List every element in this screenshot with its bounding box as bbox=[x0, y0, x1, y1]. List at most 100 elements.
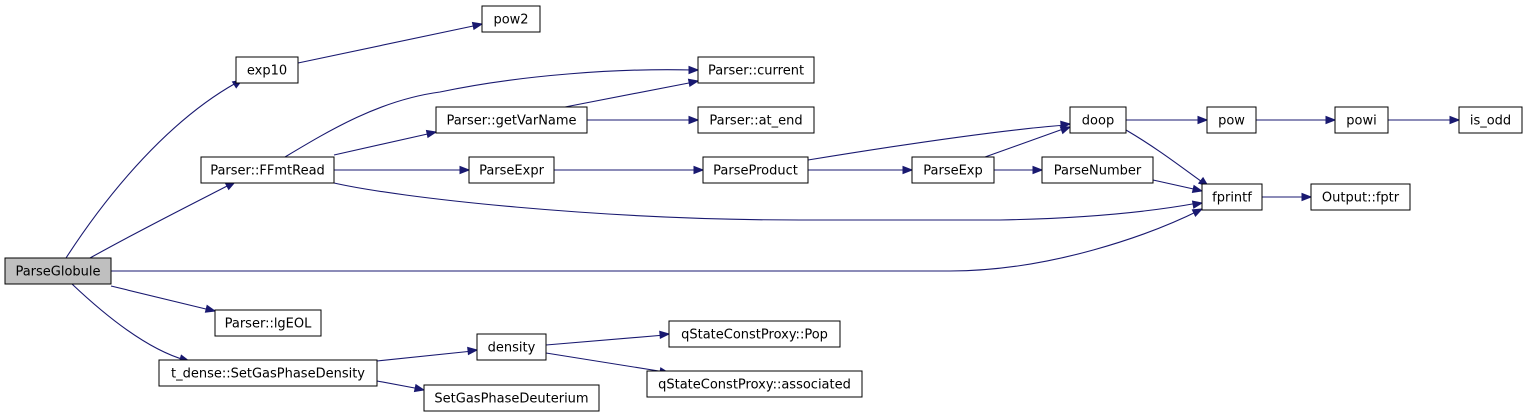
node-label: exp10 bbox=[247, 64, 287, 79]
node-exp10[interactable]: exp10 bbox=[235, 56, 299, 84]
node-getvarname[interactable]: Parser::getVarName bbox=[435, 106, 588, 134]
edge-parseglobule-to-setgasphasedensity bbox=[71, 283, 191, 363]
node-label: ParseProduct bbox=[713, 164, 798, 179]
edge-ffmtread-to-parseexpr bbox=[334, 165, 471, 175]
arrowhead-icon bbox=[1301, 192, 1313, 202]
edge-doop-to-pow bbox=[1126, 115, 1209, 125]
node-box[interactable] bbox=[481, 5, 541, 33]
node-deuterium[interactable]: SetGasPhaseDeuterium bbox=[423, 384, 600, 412]
edge-parseproduct-to-parseexp bbox=[808, 165, 914, 175]
node-box[interactable] bbox=[1206, 106, 1257, 134]
arrowhead-icon bbox=[1197, 115, 1209, 125]
node-label: ParseNumber bbox=[1054, 164, 1142, 179]
node-parseexp[interactable]: ParseExp bbox=[911, 156, 995, 184]
edge-line bbox=[333, 132, 433, 156]
arrowhead-icon bbox=[413, 383, 426, 393]
arrowhead-icon bbox=[459, 165, 471, 175]
edge-line bbox=[1125, 129, 1206, 185]
node-doop[interactable]: doop bbox=[1069, 106, 1127, 134]
node-parsenumber[interactable]: ParseNumber bbox=[1041, 156, 1154, 184]
node-box[interactable] bbox=[911, 156, 995, 184]
arrowhead-icon bbox=[1191, 200, 1204, 209]
call-graph-nodes: ParseGlobuleexp10pow2Parser::FFmtReadPar… bbox=[4, 5, 1523, 412]
edge-exp10-to-pow2 bbox=[297, 21, 484, 64]
node-label: Parser::getVarName bbox=[446, 114, 576, 129]
edge-setgasphasedensity-to-deuterium bbox=[376, 380, 426, 393]
node-ffmtread[interactable]: Parser::FFmtRead bbox=[200, 156, 335, 184]
node-setgasphasedensity[interactable]: t_dense::SetGasPhaseDensity bbox=[158, 359, 378, 387]
node-box[interactable] bbox=[1041, 156, 1154, 184]
edge-line bbox=[110, 285, 211, 311]
node-box[interactable] bbox=[646, 370, 863, 398]
edge-parsenumber-to-fprintf bbox=[1152, 179, 1204, 193]
arrowhead-icon bbox=[659, 330, 671, 340]
node-label: doop bbox=[1082, 114, 1114, 129]
edge-fprintf-to-fptr bbox=[1262, 192, 1313, 202]
edge-ffmtread-to-current bbox=[284, 65, 700, 158]
node-box[interactable] bbox=[1069, 106, 1127, 134]
node-is_odd[interactable]: is_odd bbox=[1458, 106, 1523, 134]
edge-parseglobule-to-fprintf bbox=[111, 208, 1204, 272]
node-box[interactable] bbox=[468, 156, 555, 184]
node-parseexpr[interactable]: ParseExpr bbox=[468, 156, 555, 184]
node-fprintf[interactable]: fprintf bbox=[1201, 183, 1263, 211]
node-label: t_dense::SetGasPhaseDensity bbox=[171, 367, 365, 382]
node-box[interactable] bbox=[668, 320, 841, 348]
node-box[interactable] bbox=[4, 257, 112, 285]
edge-line bbox=[71, 283, 186, 361]
node-parseproduct[interactable]: ParseProduct bbox=[702, 156, 809, 184]
edge-parseexp-to-doop bbox=[984, 126, 1072, 158]
edge-line bbox=[984, 127, 1067, 158]
node-box[interactable] bbox=[476, 333, 547, 361]
edge-line bbox=[333, 182, 1199, 221]
node-pow[interactable]: pow bbox=[1206, 106, 1257, 134]
node-at_end[interactable]: Parser::at_end bbox=[697, 106, 815, 134]
node-box[interactable] bbox=[423, 384, 600, 412]
node-label: density bbox=[488, 341, 536, 356]
arrowhead-icon bbox=[1059, 126, 1072, 135]
node-pow2[interactable]: pow2 bbox=[481, 5, 541, 33]
node-box[interactable] bbox=[1201, 183, 1263, 211]
node-label: Output::fptr bbox=[1322, 191, 1400, 206]
node-box[interactable] bbox=[200, 156, 335, 184]
arrowhead-icon bbox=[471, 21, 484, 31]
node-label: qStateConstProxy::associated bbox=[658, 378, 851, 393]
node-lgeol[interactable]: Parser::lgEOL bbox=[214, 309, 322, 337]
node-box[interactable] bbox=[697, 56, 815, 84]
node-label: is_odd bbox=[1470, 114, 1511, 129]
arrowhead-icon bbox=[467, 346, 479, 356]
node-label: SetGasPhaseDeuterium bbox=[434, 392, 588, 407]
node-box[interactable] bbox=[235, 56, 299, 84]
node-label: fprintf bbox=[1212, 191, 1252, 206]
node-fptr[interactable]: Output::fptr bbox=[1310, 183, 1411, 211]
edge-line bbox=[564, 81, 695, 108]
node-parseglobule[interactable]: ParseGlobule bbox=[4, 257, 112, 285]
arrowhead-icon bbox=[688, 65, 700, 75]
node-box[interactable] bbox=[697, 106, 815, 134]
edge-parseglobule-to-ffmtread bbox=[89, 181, 237, 259]
node-box[interactable] bbox=[158, 359, 378, 387]
node-box[interactable] bbox=[1334, 106, 1389, 134]
node-density[interactable]: density bbox=[476, 333, 547, 361]
node-label: Parser::at_end bbox=[709, 114, 802, 129]
node-associated[interactable]: qStateConstProxy::associated bbox=[646, 370, 863, 398]
node-powi[interactable]: powi bbox=[1334, 106, 1389, 134]
node-label: ParseExp bbox=[923, 164, 983, 179]
node-box[interactable] bbox=[1310, 183, 1411, 211]
node-box[interactable] bbox=[435, 106, 588, 134]
node-box[interactable] bbox=[702, 156, 809, 184]
node-current[interactable]: Parser::current bbox=[697, 56, 815, 84]
edge-line bbox=[111, 209, 1201, 272]
node-pop[interactable]: qStateConstProxy::Pop bbox=[668, 320, 841, 348]
edge-line bbox=[297, 24, 479, 64]
arrowhead-icon bbox=[1191, 208, 1204, 217]
node-box[interactable] bbox=[1458, 106, 1523, 134]
edge-line bbox=[807, 124, 1067, 161]
edge-parseexp-to-parsenumber bbox=[994, 165, 1044, 175]
arrowhead-icon bbox=[688, 115, 700, 125]
arrowhead-icon bbox=[1032, 165, 1044, 175]
edge-getvarname-to-current bbox=[564, 78, 700, 108]
arrowhead-icon bbox=[204, 304, 217, 313]
node-box[interactable] bbox=[214, 309, 322, 337]
